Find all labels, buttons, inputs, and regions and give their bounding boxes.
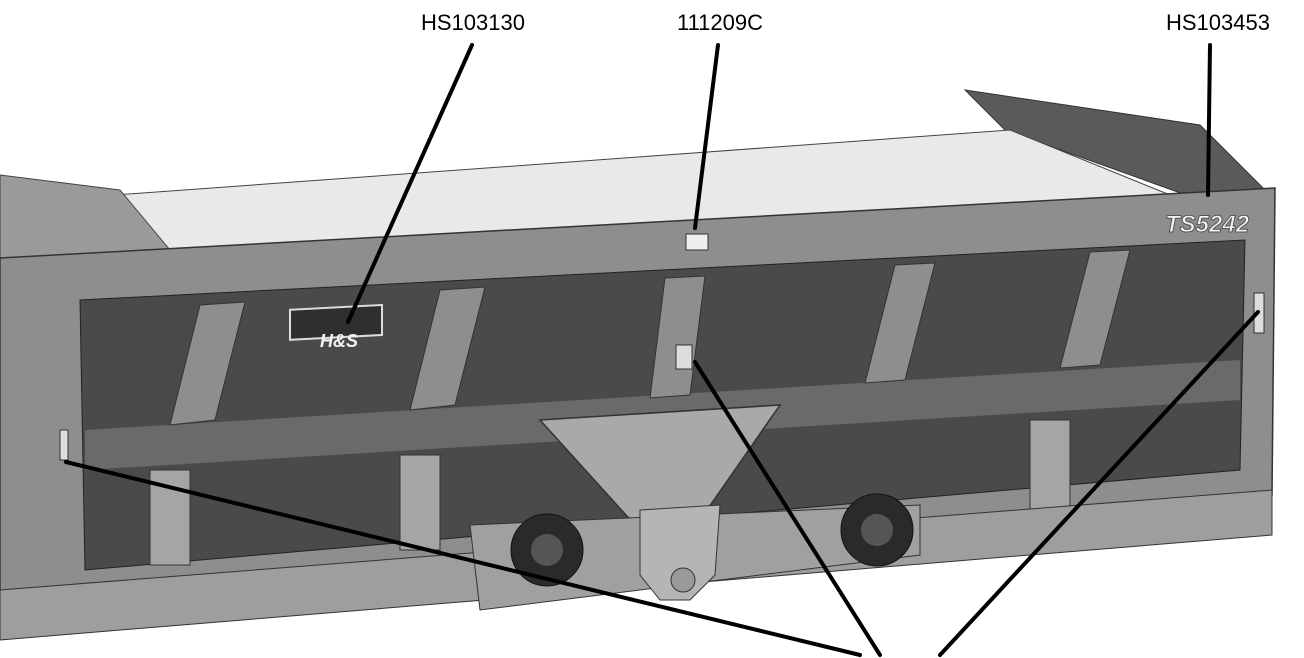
leader-line-hs103130 xyxy=(346,43,474,324)
pivot-plate xyxy=(639,504,721,601)
leader-line-front-decal xyxy=(64,460,862,657)
spinner-hub-left xyxy=(510,513,584,587)
center-decal xyxy=(685,233,709,251)
small-decal-front xyxy=(59,429,69,461)
leader-line-111209c xyxy=(693,43,720,230)
leader-lines xyxy=(64,43,1260,657)
model-number-decal: TS5242 xyxy=(1165,211,1251,239)
small-decal-center xyxy=(675,344,693,370)
leader-line-rear-decal xyxy=(938,310,1260,657)
spreader-body xyxy=(0,89,1276,641)
model-number-text: TS5242 xyxy=(1165,211,1250,238)
spinner-hub-right xyxy=(840,493,914,567)
callout-hs103130: HS103130 xyxy=(421,10,525,35)
callout-hs103453: HS103453 xyxy=(1166,10,1270,35)
leader-line-center-decal xyxy=(693,360,882,657)
leader-line-hs103453 xyxy=(1206,43,1212,197)
brand-logo-decal: H&S xyxy=(289,303,383,351)
brand-logo-text: H&S xyxy=(320,331,358,351)
callout-111209c: 111209C xyxy=(677,10,763,35)
